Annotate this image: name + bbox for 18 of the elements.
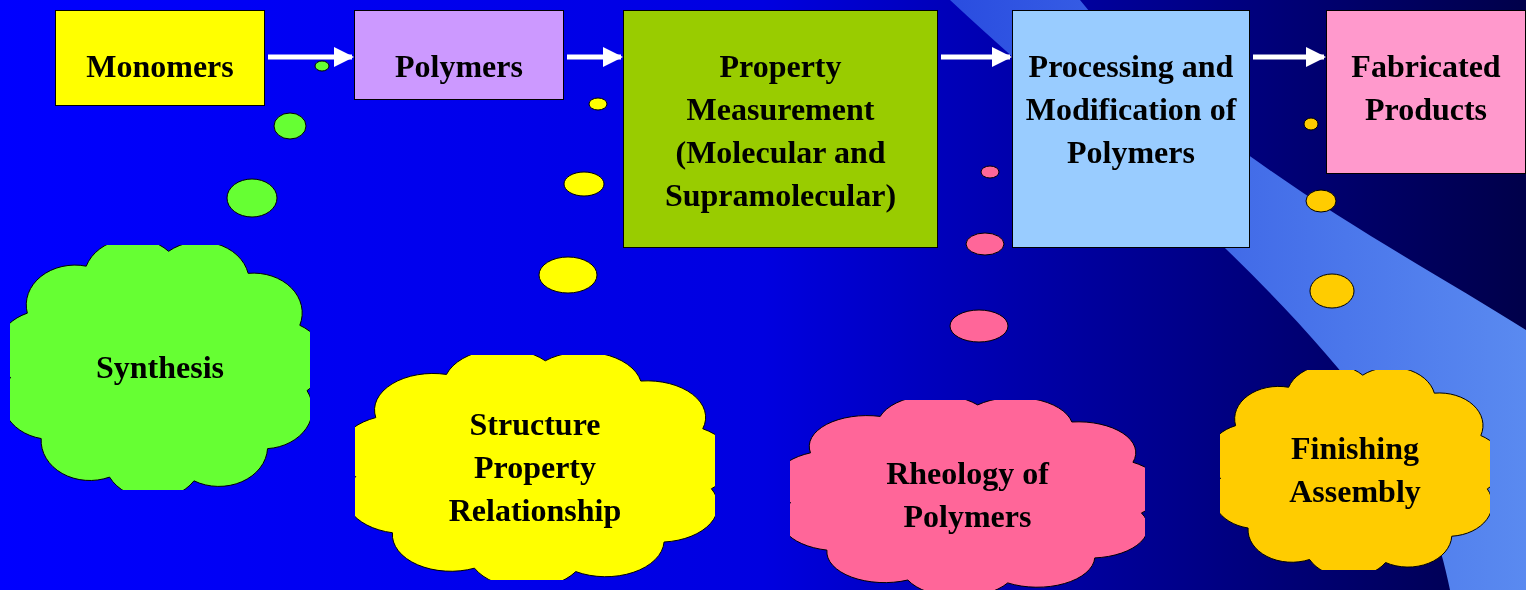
node-label: Polymers (395, 47, 523, 86)
node-label: Processing and Modification of Polymers (1024, 47, 1238, 172)
arrow (1253, 47, 1326, 67)
node-label: Finishing Assembly (1288, 429, 1422, 511)
arrow (941, 47, 1012, 67)
process-box (623, 10, 938, 248)
node-label: Synthesis (94, 348, 225, 387)
node-label: Property Measurement (Molecular and Supramolecular) (663, 47, 898, 215)
node-label: Fabricated Products (1350, 47, 1502, 129)
process-box (1326, 10, 1526, 174)
arrow (567, 47, 623, 67)
arrow (268, 47, 354, 67)
node-label: Monomers (86, 47, 234, 86)
process-box (1012, 10, 1250, 248)
process-box (354, 10, 564, 100)
process-box (55, 10, 265, 106)
node-label: Structure Property Relationship (447, 405, 623, 530)
node-label: Rheology of Polymers (885, 454, 1051, 536)
